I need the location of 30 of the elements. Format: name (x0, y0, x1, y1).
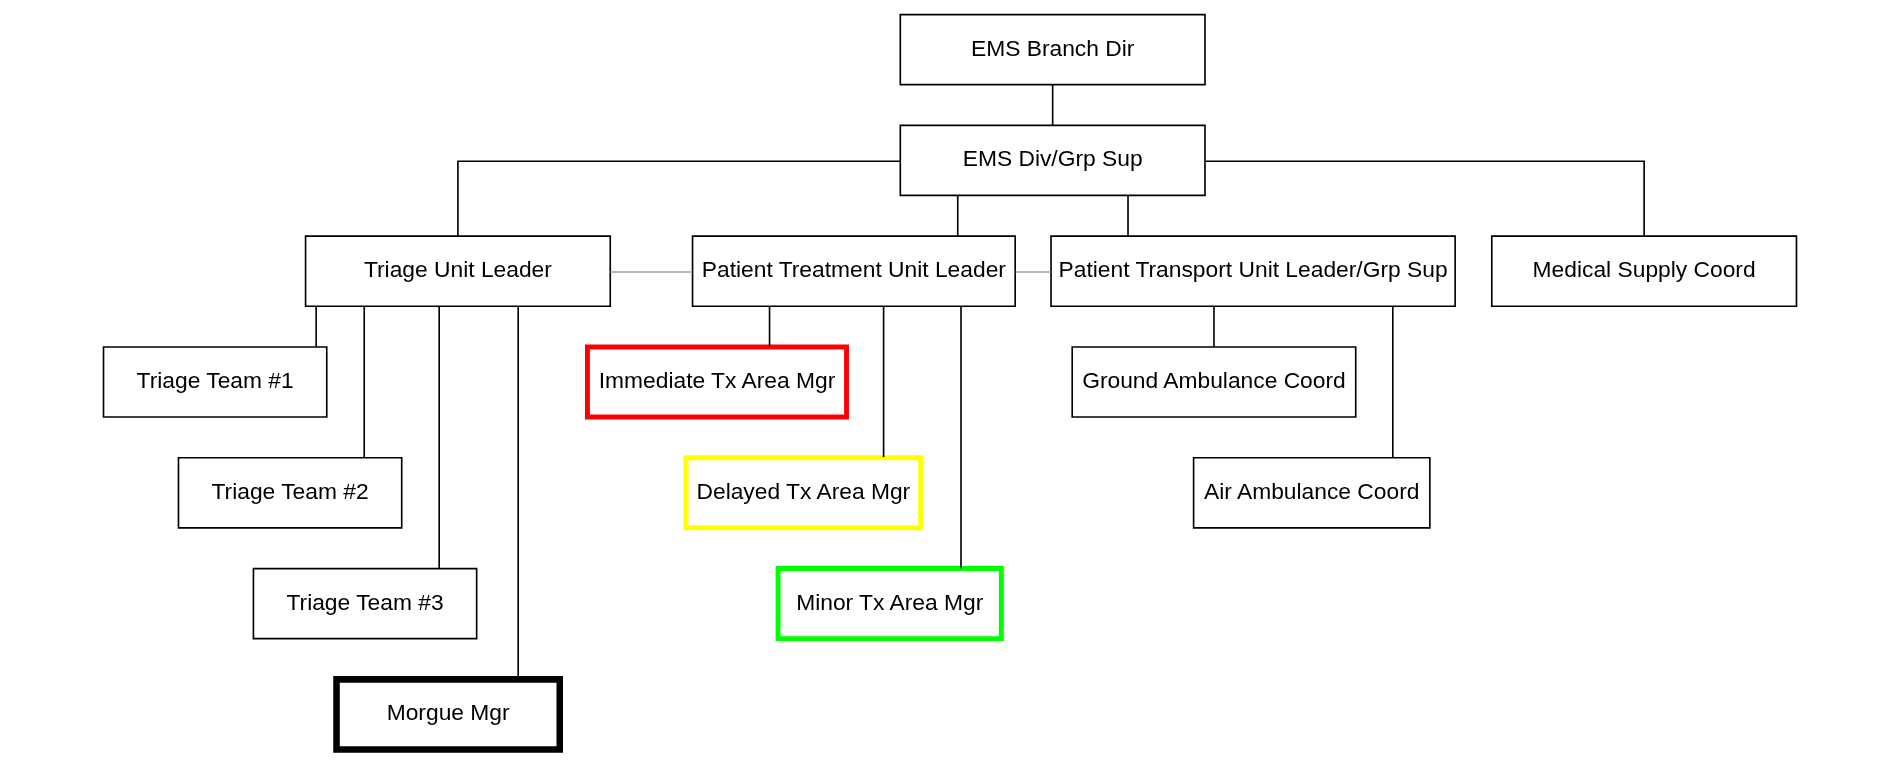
connector (438, 305, 440, 570)
connector (1051, 83, 1054, 126)
node-box: Ground Ambulance Coord (1071, 346, 1357, 418)
node-box: Immediate Tx Area Mgr (585, 344, 849, 420)
node-box: EMS Div/Grp Sup (899, 124, 1206, 197)
connector (882, 305, 885, 458)
connector (768, 305, 771, 348)
node-box: Triage Team #1 (102, 346, 328, 418)
node-box: Triage Unit Leader (304, 235, 612, 308)
connector (609, 271, 694, 273)
connector (1014, 271, 1052, 273)
node-box: Minor Tx Area Mgr (775, 566, 1004, 642)
node-box: Triage Team #2 (177, 456, 403, 529)
connector (956, 194, 959, 237)
connector (1204, 160, 1645, 237)
node-box: Air Ambulance Coord (1192, 456, 1431, 529)
node-box: EMS Branch Dir (899, 13, 1206, 86)
node-box: Patient Transport Unit Leader/Grp Sup (1050, 235, 1456, 308)
node-box: Morgue Mgr (333, 676, 563, 753)
node-box: Patient Treatment Unit Leader (691, 235, 1016, 308)
connector (1391, 305, 1394, 458)
node-box: Medical Supply Coord (1490, 235, 1798, 308)
node-box: Delayed Tx Area Mgr (683, 455, 924, 531)
connector (363, 305, 366, 458)
connector (1127, 194, 1129, 237)
connector (457, 160, 902, 237)
connector (960, 305, 962, 570)
connector (1213, 305, 1215, 348)
connector (315, 305, 317, 348)
node-box: Triage Team #3 (252, 567, 478, 640)
